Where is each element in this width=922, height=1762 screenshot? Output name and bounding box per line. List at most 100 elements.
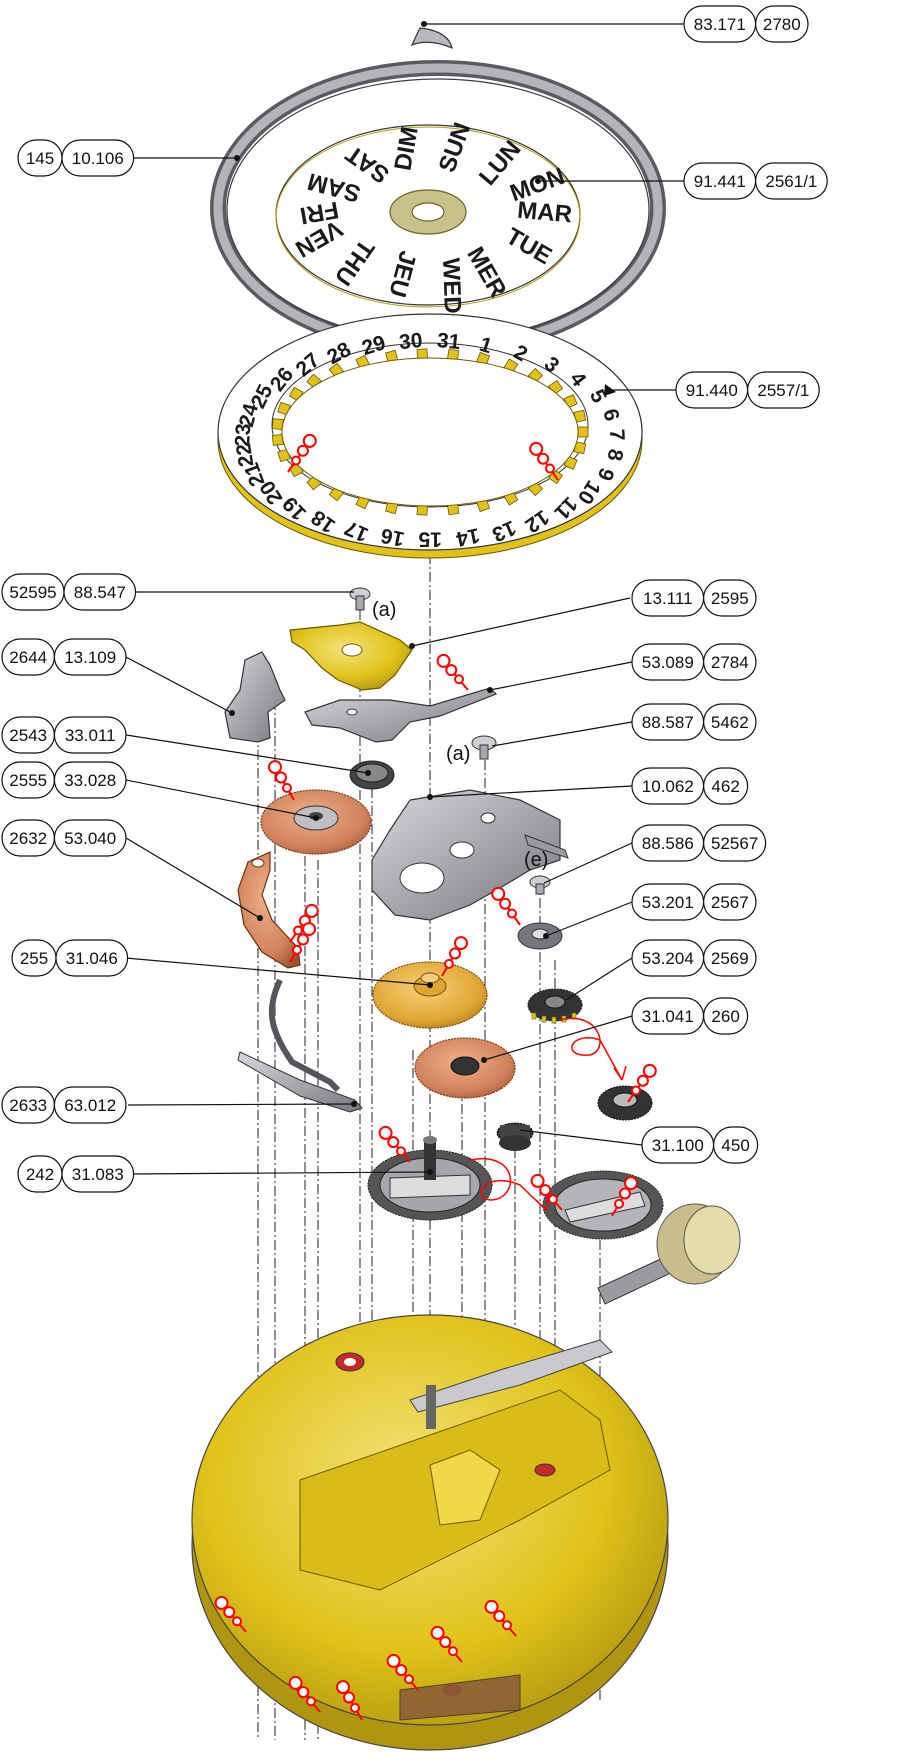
date-number: 16	[379, 523, 406, 550]
callout-pill	[702, 939, 757, 977]
oil-marker	[214, 1595, 247, 1633]
callout-pill	[702, 883, 757, 921]
callout-pill	[702, 767, 749, 805]
date-number: 7	[605, 428, 629, 441]
oil-marker	[430, 1625, 463, 1663]
wheel-53204-rotated-view	[597, 1085, 653, 1121]
callout-pill	[63, 573, 137, 611]
cam-53201-part[interactable]	[517, 922, 563, 950]
callout-code: 450	[721, 1136, 749, 1155]
callout-c14: 88.586 52567	[631, 824, 767, 862]
callout-code: 52595	[9, 583, 56, 602]
main-plate-part[interactable]	[191, 1314, 669, 1751]
callout-pill	[712, 1126, 759, 1164]
callout-pill	[53, 716, 127, 754]
callout-pill	[53, 761, 127, 799]
lever-53089-part[interactable]	[304, 687, 498, 743]
callout-code: 83.171	[694, 15, 746, 34]
date-disc-teeth	[271, 348, 589, 516]
circlip-part[interactable]	[410, 27, 453, 50]
pinion-31100-part[interactable]	[496, 1122, 534, 1151]
day-word: MAR	[516, 197, 573, 229]
callout-code: 2644	[9, 648, 47, 667]
oil-marker	[378, 1125, 411, 1163]
wheel-31046-part[interactable]	[372, 961, 488, 1029]
wheel-53204-part[interactable]	[527, 988, 583, 1024]
callout-code: 10.106	[72, 149, 124, 168]
wheel-33028-part[interactable]	[260, 789, 372, 855]
callout-code: 260	[711, 1007, 739, 1026]
callout-code: 2633	[9, 1096, 47, 1115]
callout-c20: 31.100 450	[641, 1126, 759, 1164]
callout-code: 53.040	[64, 829, 116, 848]
callout-pill	[702, 997, 749, 1035]
lever-13109-part[interactable]	[224, 651, 286, 743]
callout-pill	[61, 1155, 135, 1193]
callout-code: 2561/1	[765, 172, 817, 191]
wheel-31083-part[interactable]	[367, 1136, 493, 1221]
screw-88547-part[interactable]	[349, 587, 371, 611]
spring-63012-part[interactable]	[237, 978, 363, 1113]
callout-code: 52567	[711, 834, 758, 853]
screw-label-a-1: (a)	[372, 599, 396, 621]
date-tooth	[577, 426, 589, 438]
callout-pill	[754, 5, 809, 43]
winding-crown-part[interactable]	[597, 1203, 741, 1305]
callout-code: 2555	[9, 771, 47, 790]
screw-label-e: (e)	[524, 849, 548, 871]
screw-88587-part[interactable]	[471, 735, 497, 760]
callout-code: 13.111	[643, 589, 692, 608]
date-tooth	[271, 418, 284, 431]
callout-pill	[702, 643, 757, 681]
callout-code: 53.089	[642, 653, 694, 672]
wheel-31041-part[interactable]	[414, 1037, 516, 1099]
callout-code: 88.586	[642, 834, 694, 853]
date-jumper-plate-part[interactable]	[289, 621, 413, 691]
callout-code: 2780	[763, 15, 801, 34]
callout-pill	[702, 824, 767, 862]
day-word: FRI	[298, 196, 341, 229]
oil-marker	[530, 1173, 563, 1211]
callout-code: 2595	[711, 589, 749, 608]
oil-marker	[287, 433, 317, 473]
day-word: WED	[437, 257, 466, 314]
callout-code: 31.100	[652, 1136, 704, 1155]
oil-marker	[484, 1599, 517, 1637]
callout-code: 88.587	[642, 713, 694, 732]
callout-pill	[53, 638, 127, 676]
screw-88586-part[interactable]	[529, 875, 551, 895]
callout-code: 31.046	[66, 949, 118, 968]
callout-code: 33.011	[65, 726, 116, 745]
lever-53040-part[interactable]	[237, 851, 301, 969]
date-number: 14	[454, 523, 482, 550]
callout-pill	[746, 371, 820, 409]
oil-marker	[529, 441, 559, 481]
date-number: 22	[232, 442, 258, 469]
callout-pill	[754, 162, 828, 200]
oil-marker	[611, 1176, 638, 1217]
callout-code: 88.547	[74, 583, 126, 602]
leader-lines	[125, 23, 684, 1175]
callout-code: 2569	[711, 949, 749, 968]
oil-marker	[289, 922, 316, 963]
callout-c06: 13.111 2595	[631, 579, 757, 617]
date-number: 30	[398, 329, 424, 354]
bridge-10062-part[interactable]	[371, 789, 569, 921]
callout-code: 242	[26, 1165, 54, 1184]
lubrication-markers	[214, 433, 657, 1721]
oil-marker	[491, 886, 521, 926]
wheel-33011-part[interactable]	[349, 760, 395, 790]
